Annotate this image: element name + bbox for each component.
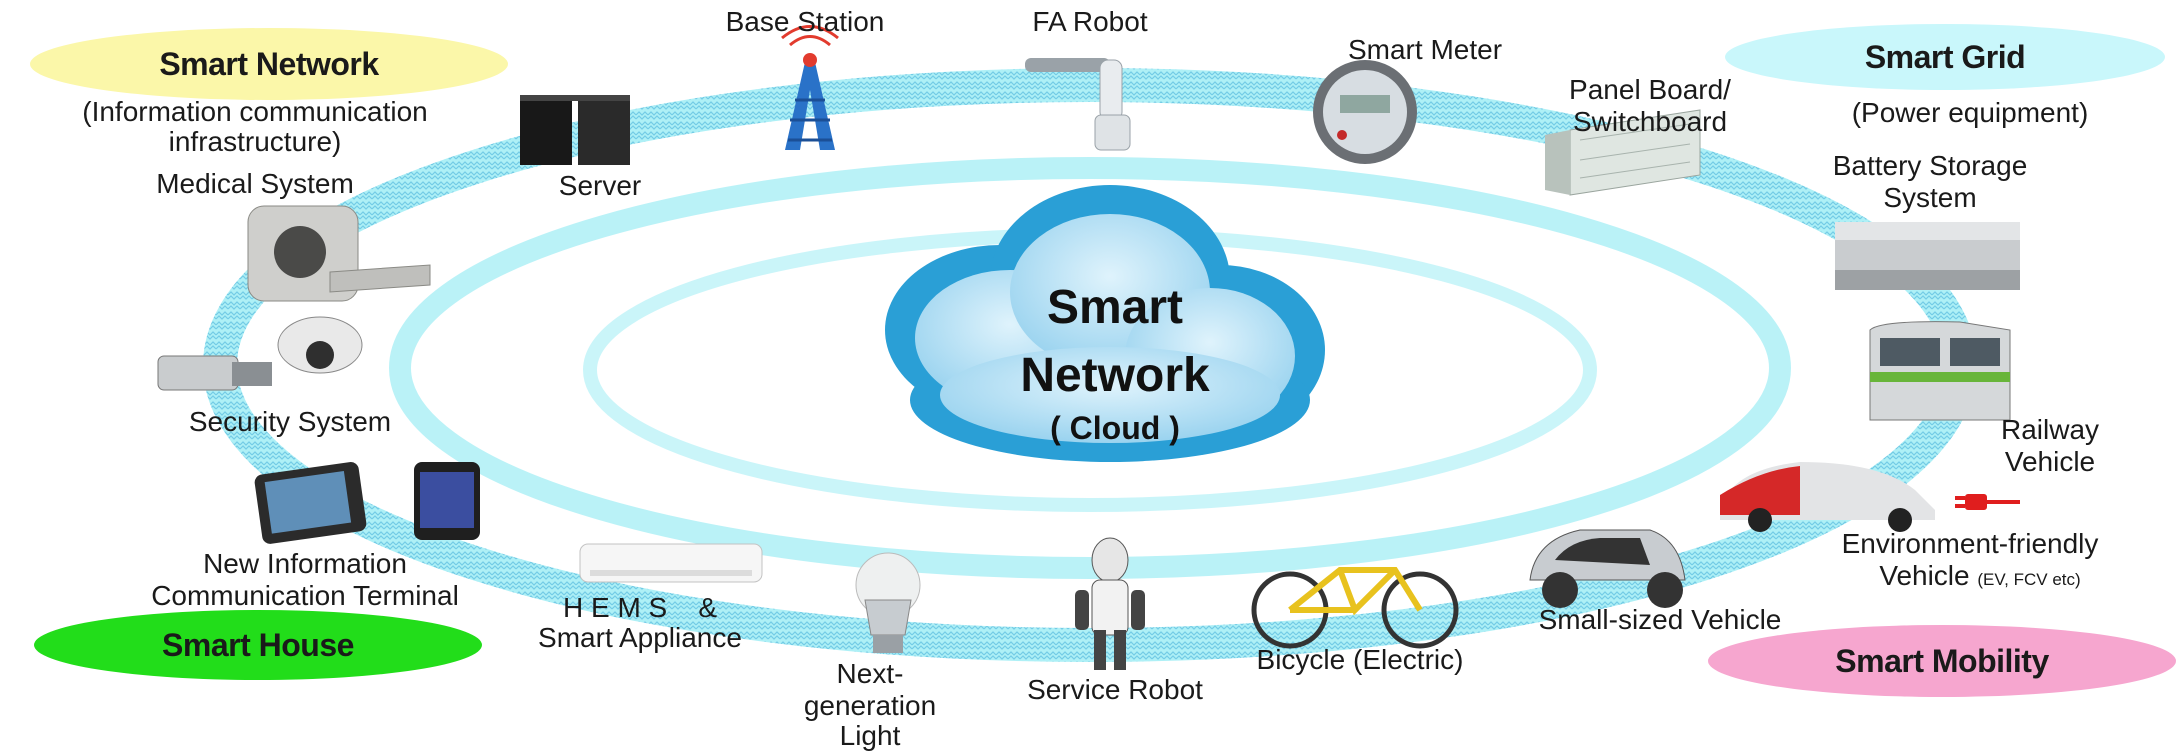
label-light-2: generation <box>803 690 937 721</box>
label-terminal-2: Communication Terminal <box>151 580 459 611</box>
label-fa-robot: FA Robot <box>1032 6 1148 37</box>
label-panel-board-2: Switchboard <box>1572 106 1728 137</box>
cloud-line-3: ( Cloud ) <box>1050 410 1180 446</box>
smart-network-subtitle-1: (Information communication <box>82 96 428 127</box>
label-battery-1: Battery Storage <box>1832 150 2028 181</box>
label-small-vehicle: Small-sized Vehicle <box>1538 604 1782 635</box>
label-railway-1: Railway <box>2000 414 2100 445</box>
smart-house-title: Smart House <box>162 626 354 663</box>
smart-network-subtitle-2: infrastructure) <box>168 126 342 157</box>
smart-grid-badge: Smart Grid <box>1725 24 2165 90</box>
label-hems-1: H E M S & <box>562 592 718 623</box>
smart-mobility-badge: Smart Mobility <box>1708 625 2176 697</box>
label-hems-2: Smart Appliance <box>538 622 742 653</box>
label-security: Security System <box>188 406 392 437</box>
panel-board-icon <box>1545 109 1701 196</box>
label-panel-board-1: Panel Board/ <box>1569 74 1731 105</box>
bicycle-icon <box>1251 567 1459 649</box>
label-eco-vehicle-small: (EV, FCV etc) <box>1977 570 2081 589</box>
fa-robot-icon <box>1025 58 1131 151</box>
air-conditioner-icon <box>579 543 763 583</box>
label-eco-vehicle-1: Environment-friendly <box>1841 528 2099 559</box>
service-robot-icon <box>1075 537 1145 670</box>
label-eco-vehicle-2: Vehicle (EV, FCV etc) <box>1800 560 2160 596</box>
smart-house-badge: Smart House <box>34 610 482 680</box>
smart-mobility-title: Smart Mobility <box>1835 642 2049 679</box>
railway-vehicle-icon <box>1869 321 2011 421</box>
server-icon <box>520 95 630 165</box>
smartphone-icon <box>414 462 480 540</box>
security-camera-icon <box>157 316 363 391</box>
smart-meter-icon <box>1313 60 1417 164</box>
battery-storage-icon <box>1835 222 2020 290</box>
light-bulb-icon <box>855 552 921 653</box>
label-battery-2: System <box>1883 182 1977 213</box>
tablet-icon <box>254 461 367 544</box>
label-light-3: Light <box>839 720 901 751</box>
cloud-line-2: Network <box>1020 349 1210 402</box>
label-eco-vehicle-main: Vehicle <box>1879 560 1970 591</box>
base-station-icon <box>781 25 839 150</box>
label-base-station: Base Station <box>725 6 885 37</box>
smart-grid-title: Smart Grid <box>1864 38 2026 75</box>
plug-icon <box>1955 494 2020 510</box>
middle-ring <box>389 157 1791 579</box>
label-server: Server <box>558 170 642 201</box>
label-medical: Medical System <box>156 168 354 199</box>
smart-network-title: Smart Network <box>159 45 379 82</box>
label-railway-2: Vehicle <box>2004 446 2096 477</box>
smart-grid-subtitle: (Power equipment) <box>1851 97 2089 128</box>
label-light-1: Next- <box>836 658 904 689</box>
eco-vehicle-icon <box>1720 462 1935 532</box>
label-terminal-1: New Information <box>203 548 407 579</box>
small-vehicle-icon <box>1529 529 1686 608</box>
cloud-line-1: Smart <box>1046 281 1184 334</box>
label-smart-meter: Smart Meter <box>1347 34 1503 65</box>
label-service-robot: Service Robot <box>1027 674 1203 705</box>
cloud-icon <box>885 185 1325 462</box>
label-bicycle: Bicycle (Electric) <box>1256 644 1464 675</box>
smart-network-badge: Smart Network <box>30 28 508 100</box>
medical-system-icon <box>247 205 431 302</box>
